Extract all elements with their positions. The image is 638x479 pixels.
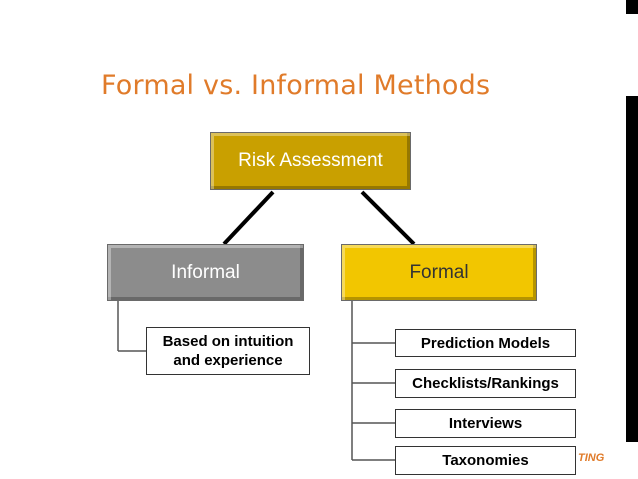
formal-item-label: Prediction Models — [420, 334, 551, 352]
formal-item-checklists-rankings: Checklists/Rankings — [395, 369, 576, 398]
node-informal-label: Informal — [171, 261, 240, 283]
node-formal-label: Formal — [409, 261, 469, 283]
connector-root-informal — [222, 190, 275, 246]
footer-fragment-text: TING — [578, 452, 605, 464]
formal-item-interviews: Interviews — [395, 409, 576, 438]
informal-item-intuition: Based on intuition and experience — [146, 327, 310, 375]
formal-item-prediction-models: Prediction Models — [395, 329, 576, 357]
node-informal: Informal — [107, 244, 304, 301]
formal-item-taxonomies: Taxonomies — [395, 446, 576, 475]
right-edge-bar-mid — [626, 96, 638, 442]
formal-item-label: Interviews — [448, 415, 523, 432]
formal-item-label: Checklists/Rankings — [412, 375, 559, 392]
connector-root-formal — [360, 190, 416, 246]
node-formal: Formal — [341, 244, 537, 301]
right-edge-bar-top — [626, 0, 638, 14]
formal-item-label: Taxonomies — [442, 452, 529, 469]
root-node-risk-assessment: Risk Assessment — [210, 132, 411, 190]
root-node-label: Risk Assessment — [238, 150, 383, 171]
slide-title: Formal vs. Informal Methods — [101, 70, 491, 101]
informal-item-label: Based on intuition and experience — [162, 333, 294, 369]
